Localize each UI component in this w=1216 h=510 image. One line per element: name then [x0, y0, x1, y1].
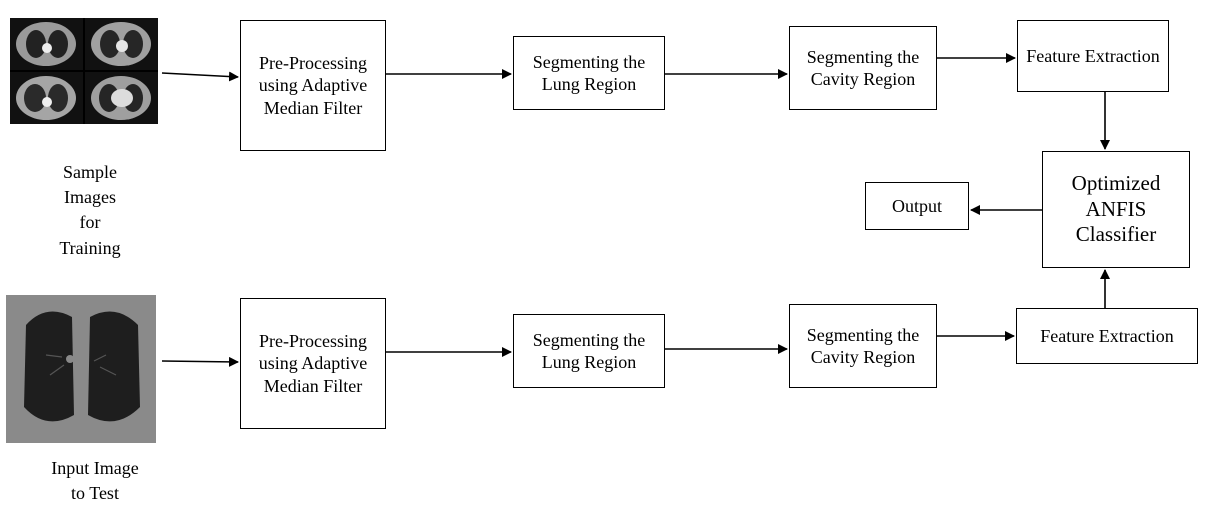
output-label: Output — [891, 195, 942, 216]
test-lung-segmentation-box: Segmenting the Lung Region — [513, 314, 665, 388]
train-feature-extraction-box: Feature Extraction — [1017, 20, 1169, 92]
anfis-classifier-label: Optimized ANFIS Classifier — [1071, 171, 1161, 247]
training-caption: Sample Images for Training — [59, 162, 121, 258]
arrow-train-image-to-preprocessing — [161, 71, 239, 82]
train-cavity-segmentation-box: Segmenting the Cavity Region — [789, 26, 937, 110]
train-feature-extraction-label: Feature Extraction — [1026, 45, 1160, 66]
arrow-test-image-to-preprocessing — [161, 356, 239, 367]
test-cavity-segmentation-label: Segmenting the Cavity Region — [806, 324, 920, 368]
test-feature-extraction-label: Feature Extraction — [1040, 325, 1174, 346]
train-cavity-segmentation-label: Segmenting the Cavity Region — [806, 46, 920, 90]
test-feature-extraction-box: Feature Extraction — [1016, 308, 1198, 364]
test-ct-image — [6, 295, 156, 443]
test-preprocessing-label: Pre-Processing using Adaptive Median Fil… — [258, 330, 368, 396]
testing-caption: Input Image to Test — [51, 458, 139, 504]
training-ct-images — [10, 18, 158, 124]
train-lung-segmentation-label: Segmenting the Lung Region — [532, 51, 646, 95]
test-cavity-segmentation-box: Segmenting the Cavity Region — [789, 304, 937, 388]
test-lung-segmentation-label: Segmenting the Lung Region — [532, 329, 646, 373]
train-preprocessing-label: Pre-Processing using Adaptive Median Fil… — [258, 52, 368, 118]
train-preprocessing-box: Pre-Processing using Adaptive Median Fil… — [240, 20, 386, 151]
anfis-classifier-box: Optimized ANFIS Classifier — [1042, 151, 1190, 268]
output-box: Output — [865, 182, 969, 230]
test-preprocessing-box: Pre-Processing using Adaptive Median Fil… — [240, 298, 386, 429]
train-lung-segmentation-box: Segmenting the Lung Region — [513, 36, 665, 110]
